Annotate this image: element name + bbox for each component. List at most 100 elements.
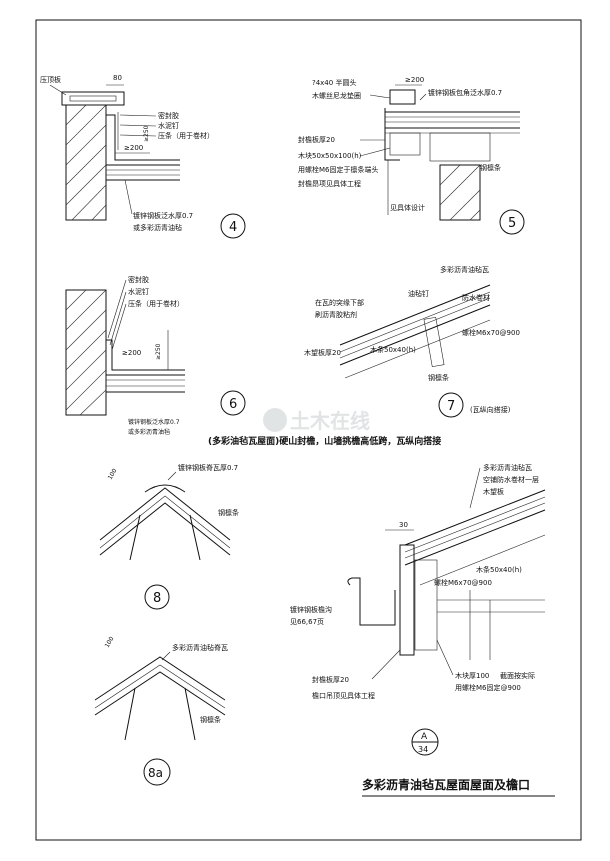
label-strip-6: 压条（用于卷材） [128,299,184,308]
washer-5 [389,89,416,105]
label-purlin-8a: 钢檩条 [200,715,221,724]
detail-8a: 100 多彩沥青油毡脊瓦 钢檩条 8a [94,635,228,786]
roof-panel-6 [106,374,185,393]
detail-4: 压顶板 80 密封胶 水泥钉 压条（用于卷材） ≥250 ≥200 镀锌钢板泛水… [40,74,246,239]
fascia-5 [384,108,400,161]
label-lap-7: 在瓦的突缘下部 [315,298,364,307]
ridge-outline-8 [99,487,231,541]
ridge-outline-8a [94,656,226,701]
label-board-5: 封檐板厚20 [298,135,335,144]
purlin-7 [423,316,445,368]
roof-slope-A [404,489,546,586]
dim-80: 80 [113,74,122,82]
label-flashing-5: 镀锌钢板包角泛水厚0.7 [428,88,502,97]
label-alt-4: 或多彩沥青油毡 [133,223,182,232]
label-design-5: 见具体设计 [390,203,425,212]
roof-panel-4 [106,164,180,181]
label-nail-4: 水泥钉 [158,121,179,130]
label-gutter-A: 镀锌钢板檐沟 [290,605,332,614]
label-alt-6: 或多彩沥青油毡 [128,428,170,436]
label-flashing-4: 镀锌钢板泛水厚0.7 [133,211,193,220]
wall-4 [65,104,107,221]
middle-caption: (多彩油毡瓦屋面)硬山封檐，山墙挑檐高低跨，瓦纵向搭接 [208,435,441,447]
label-shingle-A: 多彩沥青油毡瓦 [483,463,532,472]
label-fix-A: 用螺栓M6固定@900 [455,683,521,692]
dim-250-4: ≥250 [143,125,150,142]
label-block-5: 木块50x50x100(h) [298,151,362,160]
dim-100-8: 100 [107,467,119,481]
detail-marker-8 [144,584,170,610]
watermark: 土木在线 [263,408,370,433]
sheet-border [35,19,582,841]
label-purlin-8: 钢檩条 [218,508,239,517]
column-5 [439,164,481,221]
detail-marker-6 [220,390,246,416]
label-eave-A: 檐口吊顶见具体工程 [312,691,375,700]
detail-number-7: 7 [447,399,455,414]
sheet-title: 多彩沥青油毡瓦屋面屋面及檐口 [362,777,530,792]
gutter-A [347,577,396,626]
detail-marker-4 [220,213,246,239]
label-washer2-5: 木螺丝尼龙垫圈 [312,91,361,100]
label-cap: 压顶板 [40,75,61,84]
detail-marker-5 [499,209,525,235]
label-bolt-5: 用螺栓M6固定于檩条端头 [298,165,379,174]
label-batten-7: 木条50x40(h) [370,345,416,354]
label-eave-5: 封檐昂项见具体工程 [298,179,361,188]
purlin-5 [429,132,491,162]
label-underlay-A: 空铺防水卷材一层 [483,475,539,484]
wood-block-A [414,559,438,651]
dim-200-4: ≥200 [124,144,143,152]
label-section-A: 截面按实际 [500,671,535,680]
roof-panel-5 [385,111,520,134]
label-nail-6: 水泥钉 [128,287,149,296]
label-shingle-7: 多彩沥青油毡瓦 [440,265,489,274]
fascia-A [399,544,415,656]
detail-sheet-A: 34 [418,745,428,754]
label-deck-A: 木望板 [483,487,504,496]
detail-marker-7 [438,392,464,418]
roof-slope-7 [339,284,491,379]
detail-number-A: A [421,732,428,742]
detail-marker-8a [143,758,171,786]
label-lap2-7: 刷沥青胶粘剂 [315,310,357,319]
label-ridge-8: 镀锌钢板脊瓦厚0.7 [178,463,238,472]
wall-hatch-4 [65,104,107,221]
watermark-text: 土木在线 [290,409,370,433]
detail-number-5: 5 [508,216,516,231]
detail-5: ≥200 ?4x40 半圆头 木螺丝尼龙垫圈 镀锌钢板包角泛水厚0.7 封檐板厚… [298,76,525,235]
ridge-cap-8 [144,484,186,493]
label-waterproof-7: 防水卷材 [462,293,490,302]
note-7: (瓦纵向搭接) [470,405,511,414]
dim-200-5: ≥200 [405,76,424,84]
label-board-A: 封檐板厚20 [312,675,349,684]
flashing-6 [106,339,185,371]
label-board-7: 木望板厚20 [304,348,341,357]
label-nailfelt-7: 油毡钉 [408,289,429,298]
flashing-4 [106,114,180,161]
dim-30-A: 30 [399,521,408,529]
block-5 [389,132,421,156]
detail-8: 100 镀锌钢板脊瓦厚0.7 钢檩条 8 [99,463,239,610]
label-purlin-7: 钢檩条 [428,373,449,382]
label-strip-4: 压条（用于卷材） [158,131,214,140]
detail-6: 密封胶 水泥钉 压条（用于卷材） ≥200 ≥250 镀锌钢板泛水厚0.7 或多… [65,275,246,436]
detail-7: 多彩沥青油毡瓦 油毡钉 防水卷材 在瓦的突缘下部 刷沥青胶粘剂 螺栓M6x70@… [304,265,520,418]
detail-number-8: 8 [153,591,161,606]
dim-250-6: ≥250 [155,343,162,360]
label-ridge-8a: 多彩沥青油毡脊瓦 [172,643,228,652]
label-sealant-4: 密封胶 [158,111,179,120]
wall-6 [65,289,107,416]
dim-200-6: ≥200 [122,349,141,357]
label-bolt-7: 螺栓M6x70@900 [462,328,520,337]
label-washer-5: ?4x40 半圆头 [312,78,356,87]
label-purlin-5: 钢檩条 [480,163,501,172]
label-sealant-6: 密封胶 [128,275,149,284]
dim-100-8a: 100 [104,635,116,649]
detail-number-6: 6 [229,397,237,412]
label-flashing-6: 镀锌钢板泛水厚0.7 [128,418,180,426]
detail-number-8a: 8a [148,766,163,780]
detail-number-4: 4 [229,220,237,235]
coping-4 [61,91,125,106]
